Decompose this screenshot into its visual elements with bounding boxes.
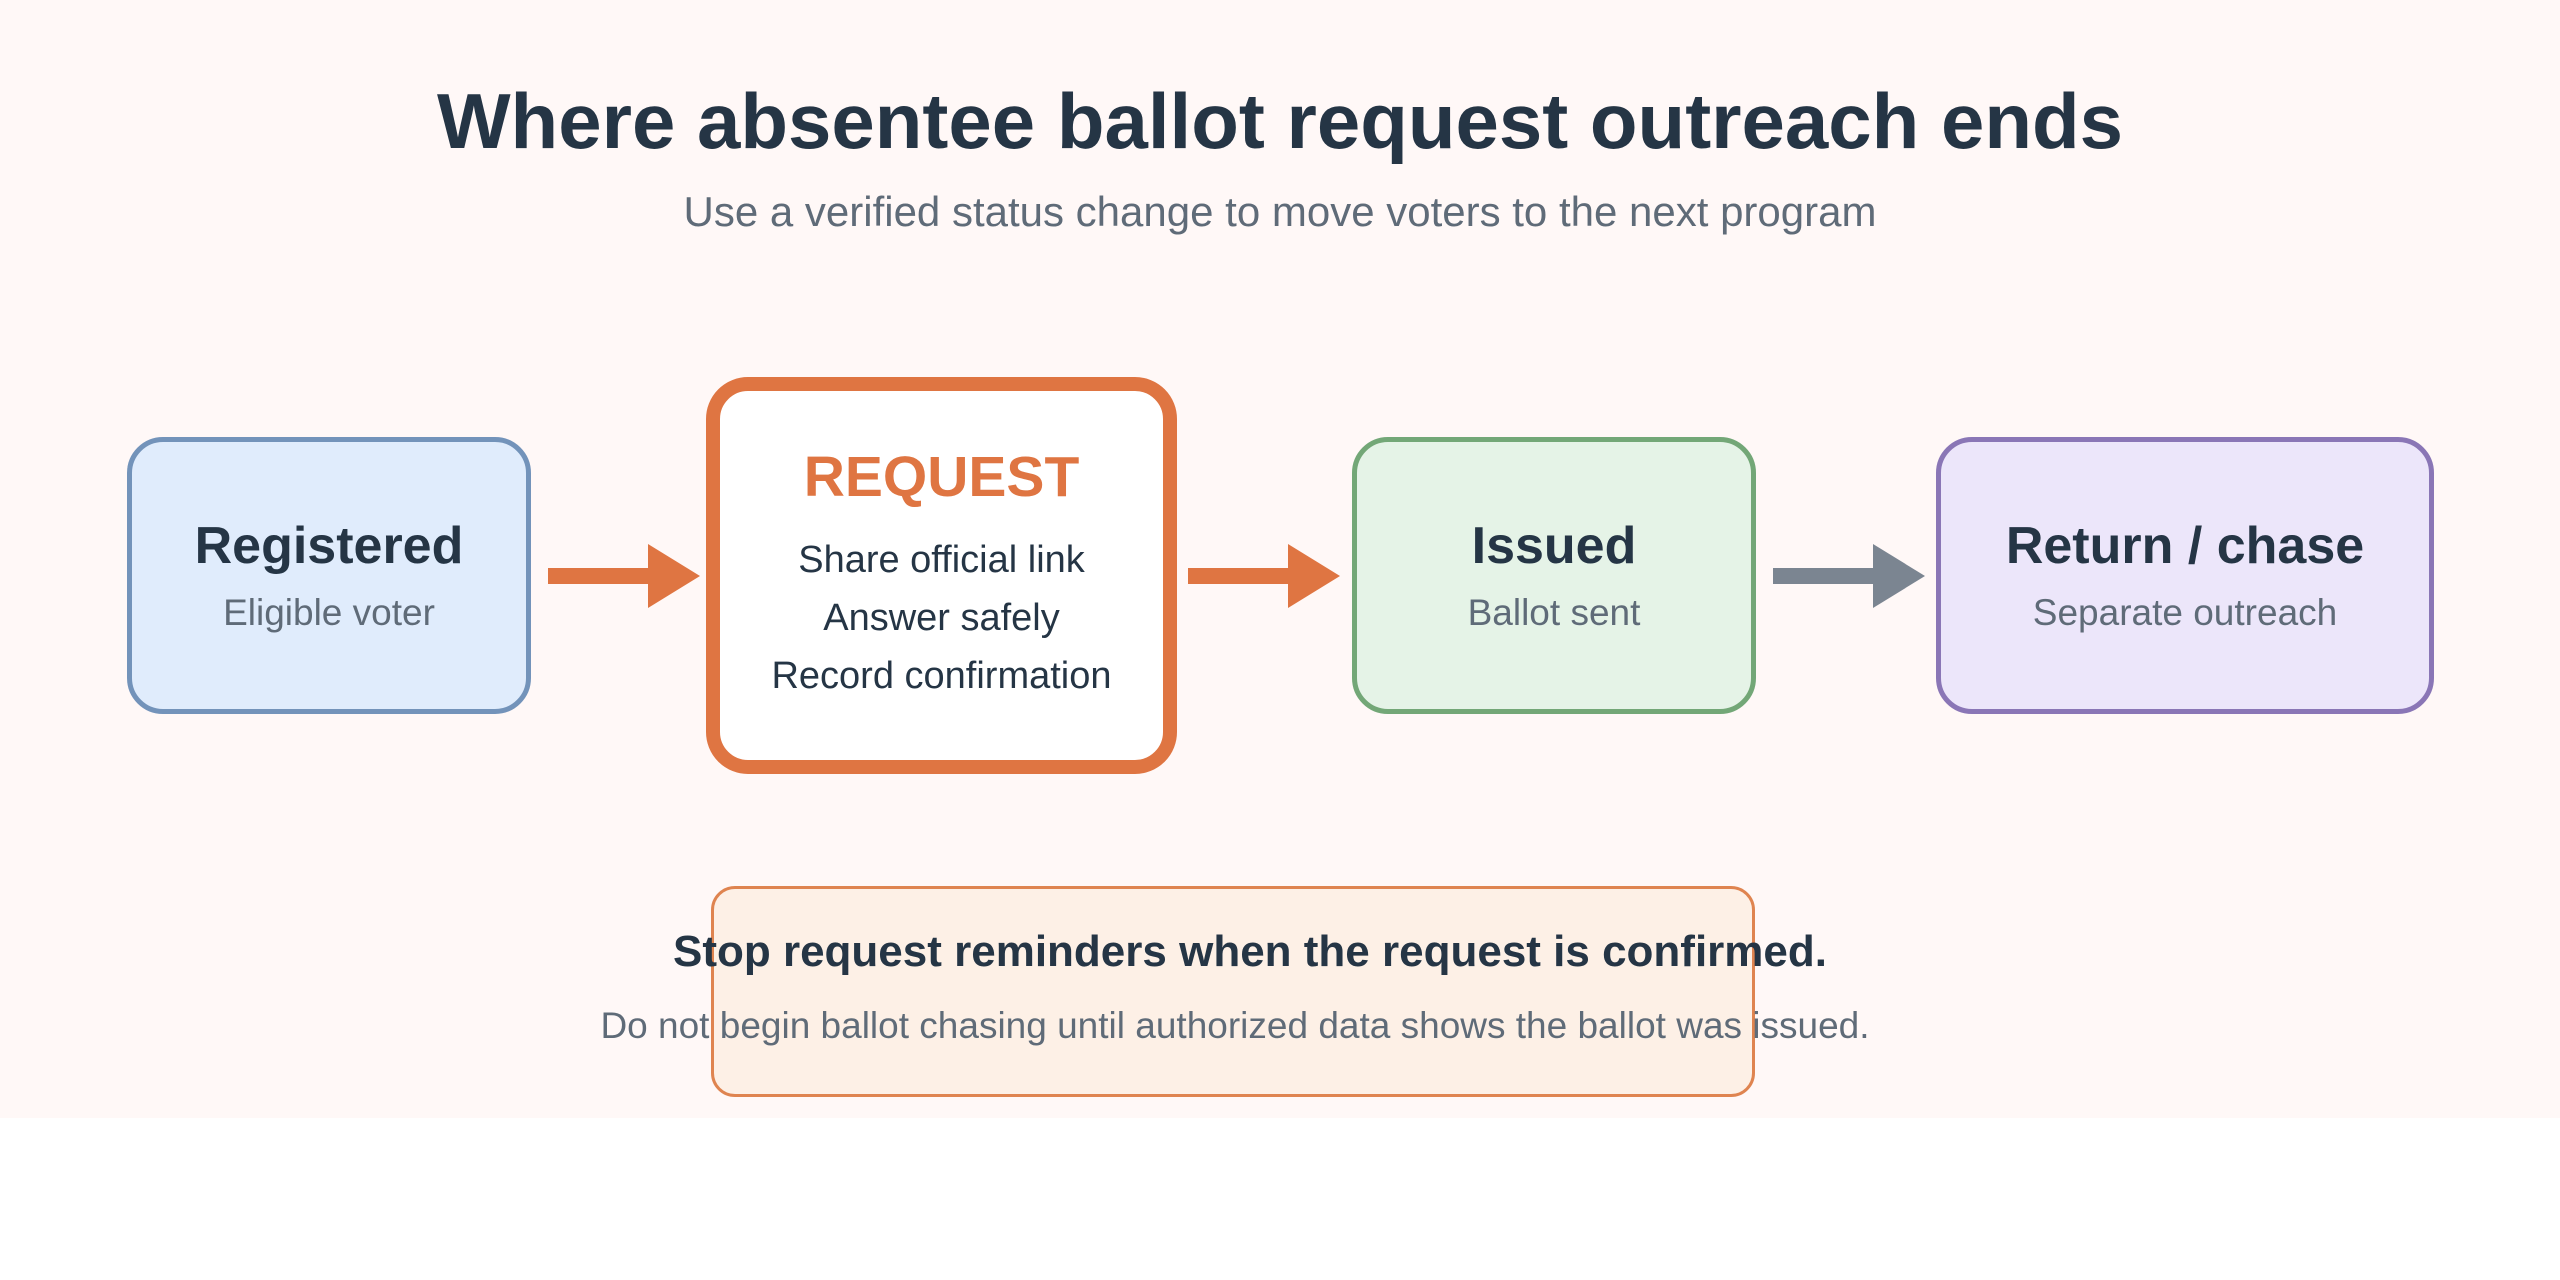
stage-registered-subtitle: Eligible voter	[223, 592, 435, 634]
stop-rule-detail: Do not begin ballot chasing until author…	[600, 1005, 1870, 1046]
stage-request: REQUEST Share official link Answer safel…	[706, 377, 1177, 774]
stop-rule-title: Stop request reminders when the request …	[672, 927, 1828, 976]
stage-return-chase-subtitle: Separate outreach	[2032, 592, 2338, 634]
stage-request-line: Answer safely	[823, 596, 1060, 639]
arrow-registered-to-request-icon	[548, 544, 700, 608]
arrow-issued-to-return-icon	[1773, 544, 1925, 608]
stage-request-title: REQUEST	[803, 445, 1080, 510]
stage-issued-subtitle: Ballot sent	[1467, 592, 1641, 634]
stage-issued: Issued Ballot sent	[1352, 437, 1756, 714]
stage-registered: Registered Eligible voter	[127, 437, 531, 714]
stage-request-line: Record confirmation	[771, 654, 1112, 697]
diagram-title: Where absentee ballot request outreach e…	[436, 77, 2124, 165]
stage-registered-title: Registered	[194, 516, 464, 575]
arrow-request-to-issued-icon	[1188, 544, 1340, 608]
stage-return-chase-title: Return / chase	[2005, 516, 2365, 575]
stage-request-line: Share official link	[798, 538, 1085, 581]
diagram-canvas: Where absentee ballot request outreach e…	[127, 77, 2434, 1097]
stage-issued-title: Issued	[1471, 516, 1637, 575]
stop-rule-callout	[711, 886, 1755, 1097]
flow-arrows	[548, 544, 1925, 608]
diagram-subtitle: Use a verified status change to move vot…	[683, 188, 1877, 235]
stage-return-chase: Return / chase Separate outreach	[1936, 437, 2434, 714]
